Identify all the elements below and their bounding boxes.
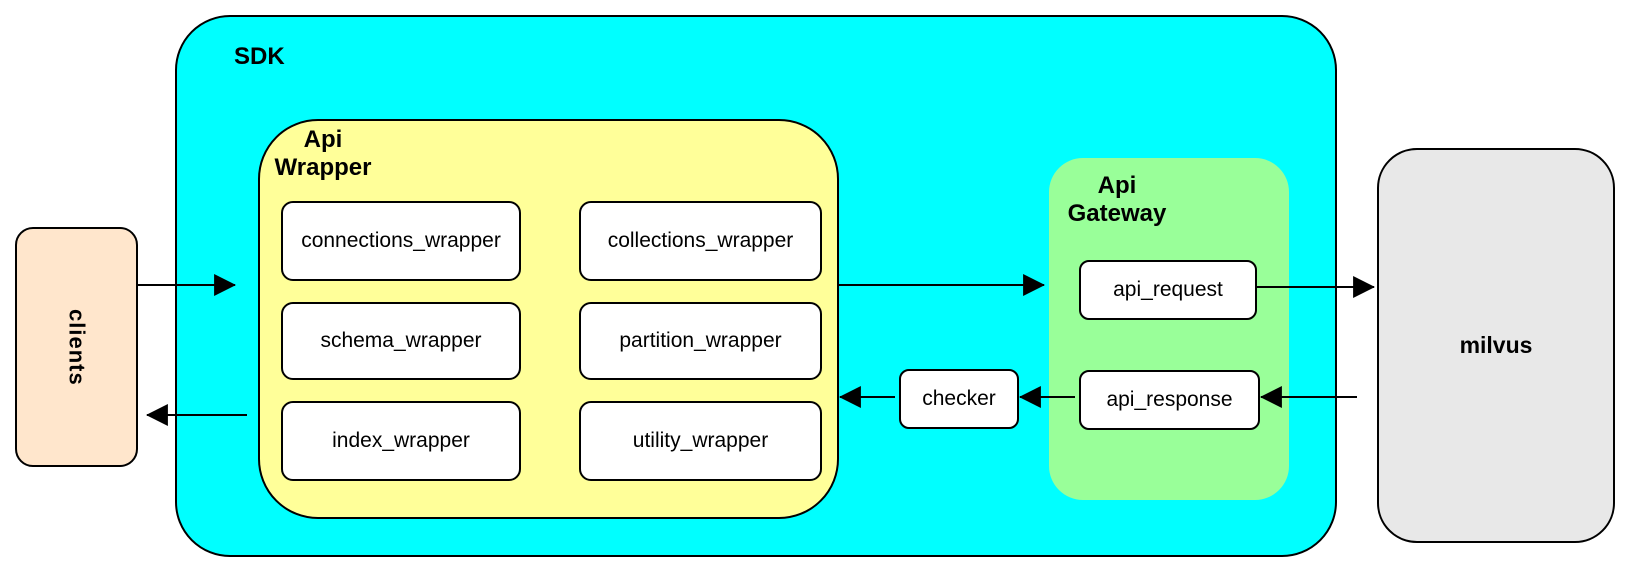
wrapper-box-schema: schema_wrapper [281, 302, 521, 380]
api-wrapper-container: Api Wrapper connections_wrapper collecti… [258, 119, 839, 519]
wrapper-box-label: collections_wrapper [607, 229, 794, 252]
api-response-node: api_response [1079, 370, 1260, 430]
wrapper-box-label: partition_wrapper [619, 329, 782, 352]
wrapper-box-utility: utility_wrapper [579, 401, 822, 481]
wrapper-box-collections: collections_wrapper [579, 201, 822, 281]
wrapper-box-label: index_wrapper [332, 429, 470, 452]
wrapper-box-partition: partition_wrapper [579, 302, 822, 380]
checker-label: checker [922, 387, 996, 410]
api-request-label: api_request [1113, 278, 1223, 301]
api-gateway-container: Api Gateway api_request api_response [1049, 158, 1289, 500]
clients-node: clients [15, 227, 138, 467]
sdk-label: SDK [234, 43, 285, 70]
milvus-label: milvus [1459, 332, 1533, 358]
milvus-node: milvus [1377, 148, 1615, 543]
wrapper-box-label: utility_wrapper [632, 429, 769, 452]
sdk-container: SDK Api Wrapper connections_wrapper coll… [175, 15, 1337, 557]
api-wrapper-label: Api Wrapper [274, 126, 372, 181]
api-gateway-label: Api Gateway [1067, 172, 1167, 227]
wrapper-box-connections: connections_wrapper [281, 201, 521, 281]
wrapper-box-index: index_wrapper [281, 401, 521, 481]
wrapper-box-label: connections_wrapper [301, 229, 501, 252]
wrapper-box-label: schema_wrapper [320, 329, 482, 352]
checker-node: checker [899, 369, 1019, 429]
api-request-node: api_request [1079, 260, 1257, 320]
api-response-label: api_response [1106, 388, 1233, 411]
clients-label: clients [64, 308, 90, 386]
